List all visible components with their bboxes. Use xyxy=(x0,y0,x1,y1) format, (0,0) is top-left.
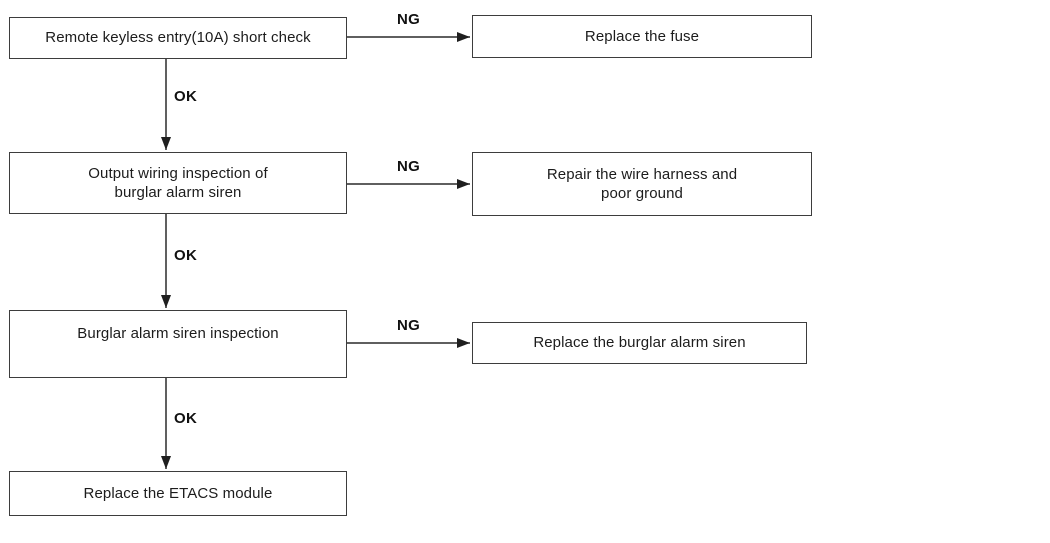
node-remedy-3: Replace the burglar alarm siren xyxy=(472,322,807,364)
edge-label-ng-3: NG xyxy=(396,317,421,334)
edge-label-ok-1: OK xyxy=(174,88,198,105)
node-remedy-1: Replace the fuse xyxy=(472,15,812,58)
node-remedy-2: Repair the wire harness and poor ground xyxy=(472,152,812,216)
edge-label-ok-3: OK xyxy=(174,410,198,427)
node-step-3: Burglar alarm siren inspection xyxy=(9,310,347,378)
node-step-1-label: Remote keyless entry(10A) short check xyxy=(45,29,311,47)
node-step-3-label: Burglar alarm siren inspection xyxy=(77,325,279,343)
node-remedy-2-label: Repair the wire harness and poor ground xyxy=(546,165,738,203)
edge-label-ng-2: NG xyxy=(396,158,421,175)
node-step-2-label: Output wiring inspection of burglar alar… xyxy=(88,164,268,202)
edge-label-ng-1: NG xyxy=(396,11,421,28)
node-step-1: Remote keyless entry(10A) short check xyxy=(9,17,347,59)
node-step-4-label: Replace the ETACS module xyxy=(83,484,273,502)
node-remedy-1-label: Replace the fuse xyxy=(584,27,700,45)
node-step-2: Output wiring inspection of burglar alar… xyxy=(9,152,347,214)
node-step-4: Replace the ETACS module xyxy=(9,471,347,516)
edge-label-ok-2: OK xyxy=(174,247,198,264)
node-remedy-3-label: Replace the burglar alarm siren xyxy=(533,334,746,352)
